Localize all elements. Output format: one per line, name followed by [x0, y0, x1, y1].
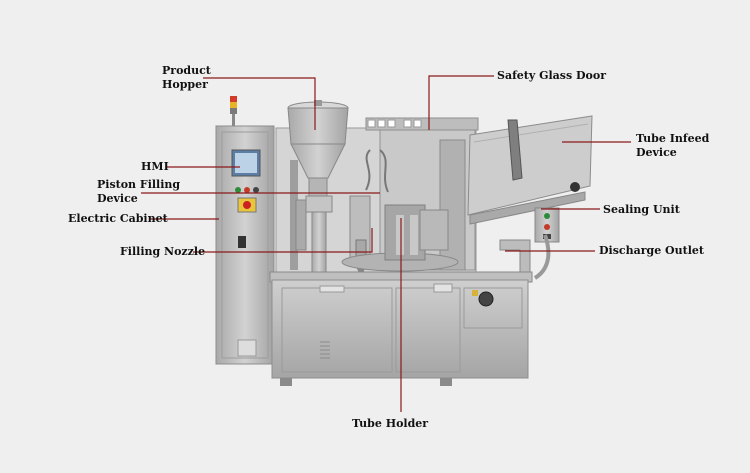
label-sealing-unit: Sealing Unit — [603, 203, 680, 216]
hopper-body — [287, 100, 349, 197]
tube-infeed-body — [467, 115, 593, 225]
label-hmi: HMI — [141, 160, 169, 173]
label-tube-holder: Tube Holder — [352, 417, 429, 430]
leader-product-hopper — [203, 77, 316, 130]
label-discharge-outlet: Discharge Outlet — [599, 244, 704, 257]
label-electric-cabinet: Electric Cabinet — [68, 212, 168, 225]
label-tube-infeed-line1: Tube Infeed — [636, 132, 710, 145]
label-product-hopper-line2: Hopper — [162, 78, 208, 91]
piston-body — [295, 149, 389, 273]
leader-filling-nozzle — [193, 228, 373, 253]
label-tube-infeed-line2: Device — [636, 146, 677, 159]
label-piston-filling-line1: Piston Filling — [97, 178, 181, 191]
label-safety-glass-door: Safety Glass Door — [497, 69, 607, 82]
leader-lines — [141, 75, 631, 412]
label-filling-nozzle: Filling Nozzle — [120, 245, 206, 258]
label-piston-filling-line2: Device — [97, 192, 138, 205]
electric-cabinet-body — [215, 125, 275, 365]
rotary-table — [341, 204, 459, 272]
sealing-unit-body — [534, 207, 560, 243]
label-product-hopper-line1: Product — [162, 64, 211, 77]
label-piston-filling-device: Piston Filling Device — [97, 178, 180, 206]
label-tube-infeed-device: Tube Infeed Device — [636, 132, 709, 160]
label-product-hopper: Product Hopper — [162, 64, 211, 92]
leader-safety-glass-door — [428, 75, 494, 130]
signal-tower — [230, 96, 237, 126]
